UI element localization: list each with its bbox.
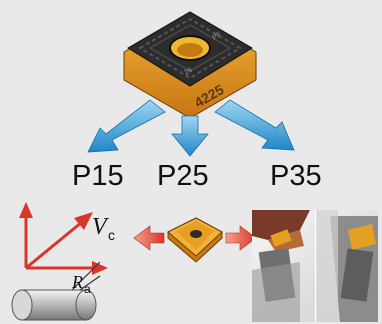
grade-label-p15: P15 [72,160,124,192]
roughness-subscript: a [84,282,91,296]
workpiece-cylinder: R a [11,261,101,321]
machining-photo [252,210,378,322]
insert-face-marking: PF [212,31,223,42]
insert-face-marking-2: 26 [184,67,194,77]
red-arrow-left [133,225,165,251]
speed-symbol: V [92,214,109,240]
small-insert [167,217,223,263]
blue-arrows [87,99,295,157]
cutting-speed-diagram: V c [19,202,115,275]
cutting-insert-main: PF 26 4225 [123,11,257,119]
arrow-to-p15 [87,99,166,153]
comparison-section [133,217,257,263]
red-arrow-right [225,225,257,251]
roughness-symbol: R [71,272,83,292]
axis-up-arrowhead [19,202,33,218]
arrow-to-p35 [214,99,295,151]
axis-right-arrowhead [92,261,108,275]
grade-label-p25: P25 [157,160,209,192]
speed-subscript: c [108,227,115,243]
arrow-to-p25 [171,115,209,157]
grade-label-p35: P35 [270,160,322,192]
vc-arrowhead [74,212,93,230]
